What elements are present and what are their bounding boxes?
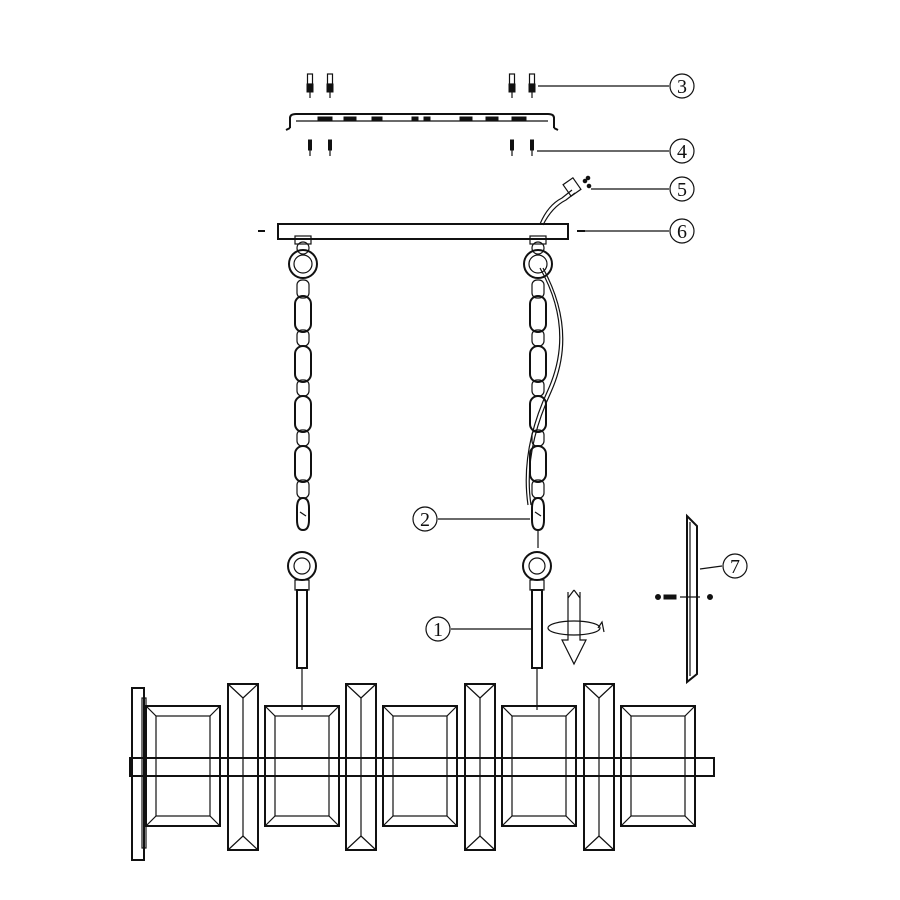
- callout-1: 1: [425, 616, 451, 642]
- svg-text:1: 1: [433, 619, 443, 641]
- prism-bar: [464, 683, 496, 851]
- right-chain-assembly: [523, 235, 564, 548]
- crystal-panel: [382, 705, 458, 827]
- left-chain-assembly: [288, 235, 318, 532]
- callout-6: 6: [669, 218, 695, 244]
- crystal-panel: [264, 705, 340, 827]
- prism-bar: [345, 683, 377, 851]
- mounting-screws-top: [306, 73, 536, 98]
- left-rod: [287, 551, 317, 710]
- crystal-panel: [145, 705, 221, 827]
- mounting-screws-bottom: [308, 139, 534, 156]
- svg-text:6: 6: [677, 221, 687, 243]
- frame-rail: [129, 757, 715, 777]
- prism-bar: [227, 683, 259, 851]
- wire-connector: [539, 175, 592, 226]
- crystal-panel: [501, 705, 577, 827]
- crystal-panel: [620, 705, 696, 827]
- svg-text:5: 5: [677, 179, 687, 201]
- callout-4: 4: [669, 138, 695, 164]
- svg-text:4: 4: [677, 141, 687, 163]
- callout-7: 7: [722, 553, 748, 579]
- prism-bar: [583, 683, 615, 851]
- leader-lines: [438, 85, 669, 630]
- rotate-down-arrow-icon: [547, 589, 605, 666]
- mounting-plate: [285, 113, 559, 131]
- svg-text:2: 2: [420, 509, 430, 531]
- svg-text:3: 3: [677, 76, 687, 98]
- callout-5: 5: [669, 176, 695, 202]
- right-rod: [522, 551, 552, 710]
- side-panel-detail: [655, 513, 723, 685]
- chandelier-body: [129, 683, 715, 861]
- canopy-bar: [258, 223, 585, 240]
- svg-text:7: 7: [730, 556, 740, 578]
- callout-3: 3: [669, 73, 695, 99]
- callout-2: 2: [412, 506, 438, 532]
